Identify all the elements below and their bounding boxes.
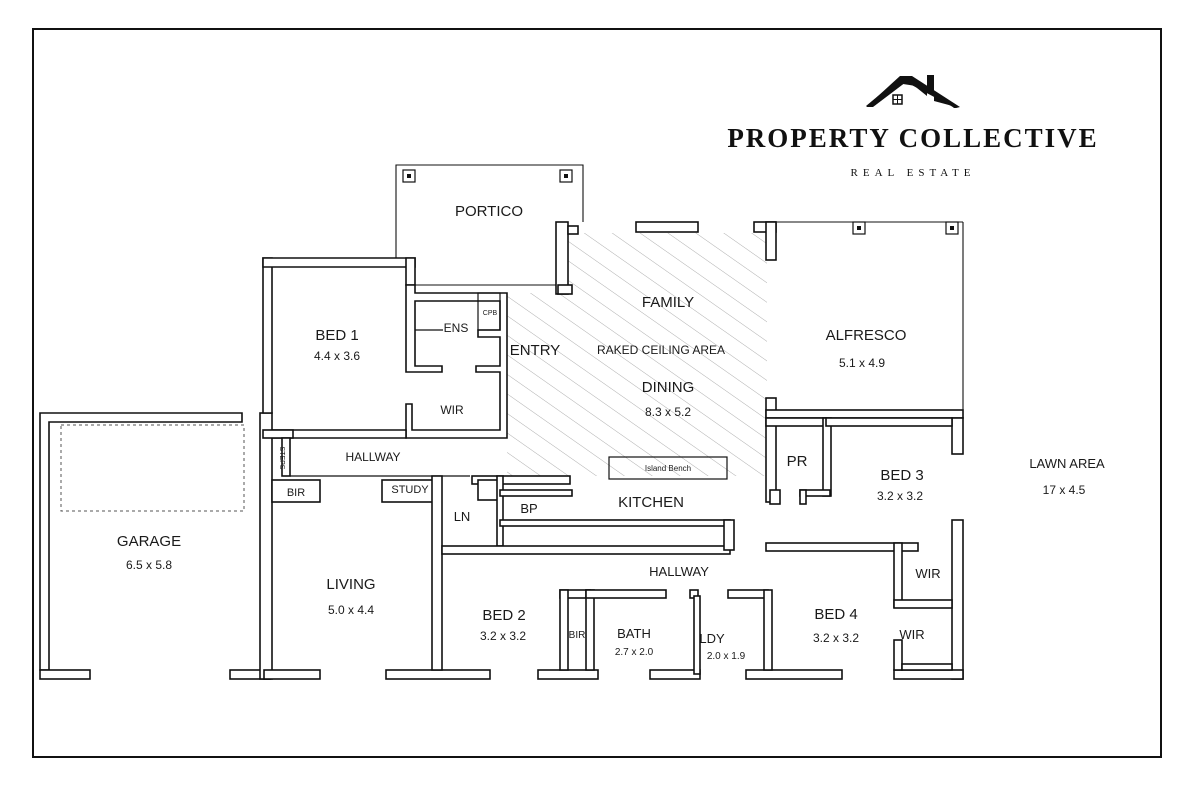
label-bir2: BIR: [569, 630, 586, 641]
label-garage: GARAGE: [117, 533, 181, 550]
size-garage: 6.5 x 5.8: [126, 558, 172, 572]
brand-logo: PROPERTY COLLECTIVE REAL ESTATE: [727, 75, 1098, 179]
ensuite-walls: [405, 284, 508, 439]
label-wir1: WIR: [440, 403, 464, 417]
label-wir3: WIR: [915, 566, 940, 581]
size-bed4: 3.2 x 3.2: [813, 631, 859, 645]
brand-tagline: REAL ESTATE: [851, 167, 976, 179]
size-bath: 2.7 x 2.0: [615, 647, 654, 658]
label-living: LIVING: [326, 576, 375, 593]
garage-door-outline: [60, 424, 245, 512]
size-alfresco: 5.1 x 4.9: [839, 356, 885, 370]
label-bath: BATH: [617, 626, 651, 641]
label-bed2: BED 2: [482, 607, 525, 624]
size-dining: 8.3 x 5.2: [645, 405, 691, 419]
label-kitchen: KITCHEN: [618, 494, 684, 511]
label-ln: LN: [454, 509, 471, 524]
size-living: 5.0 x 4.4: [328, 603, 374, 617]
label-entry: ENTRY: [510, 342, 561, 359]
label-island-bench: Island Bench: [645, 464, 691, 473]
label-ens: ENS: [444, 321, 469, 335]
label-dining: DINING: [642, 379, 695, 396]
kitchen-walls: [441, 475, 735, 555]
label-alfresco: ALFRESCO: [826, 327, 907, 344]
label-steps: STEPS: [278, 447, 285, 470]
label-wir4: WIR: [899, 627, 924, 642]
label-ldy: LDY: [699, 631, 725, 646]
label-hallway-south: HALLWAY: [649, 564, 709, 579]
label-cpb: CPB: [483, 310, 498, 317]
label-raked-ceiling: RAKED CEILING AREA: [597, 343, 725, 357]
steps-wall: [281, 437, 291, 477]
bed3-walls: [765, 417, 953, 671]
label-bed3: BED 3: [880, 467, 923, 484]
raked-ceiling-hatch-main: [567, 233, 767, 476]
raked-ceiling-hatch: [507, 293, 567, 476]
roof-shape: [866, 76, 960, 107]
size-bed3: 3.2 x 3.2: [877, 489, 923, 503]
label-bed1: BED 1: [315, 327, 358, 344]
brand-name: PROPERTY COLLECTIVE: [727, 123, 1098, 153]
size-bed2: 3.2 x 3.2: [480, 629, 526, 643]
label-bed4: BED 4: [814, 606, 857, 623]
portico: [395, 164, 584, 286]
size-bed1: 4.4 x 3.6: [314, 349, 360, 363]
label-hallway-north: HALLWAY: [345, 450, 400, 464]
label-bp: BP: [520, 501, 537, 516]
house-roof-icon: [866, 76, 960, 108]
label-family: FAMILY: [642, 294, 694, 311]
label-study: STUDY: [391, 484, 429, 496]
label-bir1: BIR: [287, 487, 305, 499]
island-bench: [608, 456, 728, 480]
label-pr: PR: [787, 453, 808, 470]
label-portico: PORTICO: [455, 203, 523, 220]
exterior-walls: [39, 221, 964, 680]
alfresco-outline: [777, 221, 964, 418]
page-border: [32, 28, 1162, 758]
size-ldy: 2.0 x 1.9: [707, 651, 746, 662]
size-lawn: 17 x 4.5: [1043, 483, 1086, 497]
label-lawn: LAWN AREA: [1029, 456, 1105, 471]
south-rooms-walls: [559, 589, 773, 675]
